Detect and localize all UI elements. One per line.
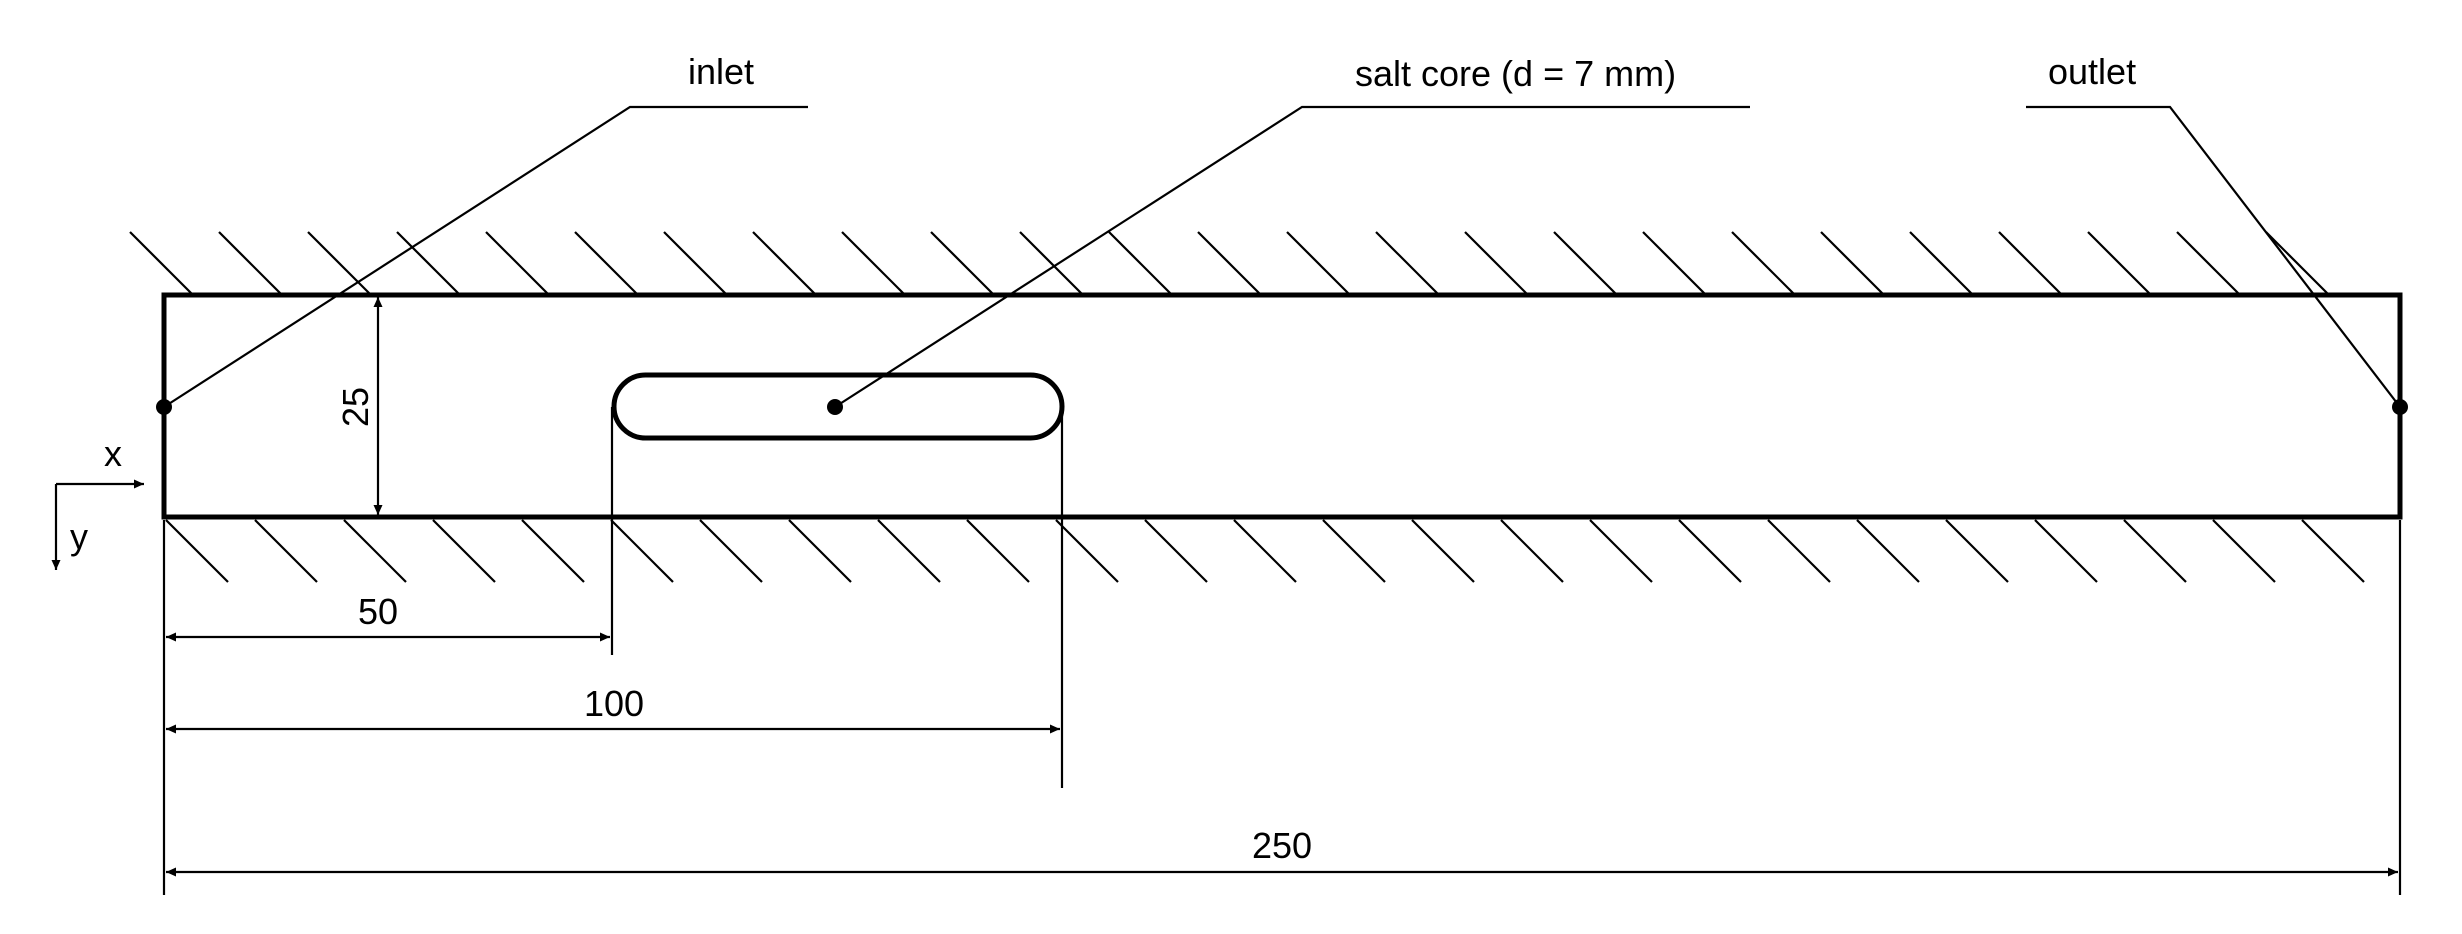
hatch-line	[2034, 519, 2098, 583]
hatch-line	[2176, 231, 2240, 295]
outlet-point	[2392, 399, 2408, 415]
hatch-line	[841, 231, 905, 295]
hatch-line	[1411, 519, 1475, 583]
hatch-line	[218, 231, 282, 295]
hatch-line	[1678, 519, 1742, 583]
salt-core-label: salt core (d = 7 mm)	[1355, 53, 1676, 94]
hatch-line	[1767, 519, 1831, 583]
hatch-line	[129, 231, 193, 295]
salt-core-center-point	[827, 399, 843, 415]
dimension-label-100: 100	[584, 683, 644, 724]
hatch-line	[1233, 519, 1297, 583]
hatch-line	[2087, 231, 2151, 295]
hatch-line	[1945, 519, 2009, 583]
hatch-line	[396, 231, 460, 295]
inlet-label: inlet	[688, 51, 754, 92]
hatch-line	[2301, 519, 2365, 583]
hatch-line	[877, 519, 941, 583]
hatch-line	[1820, 231, 1884, 295]
hatch-line	[1909, 231, 1973, 295]
hatch-line	[1589, 519, 1653, 583]
inlet-leader-line	[163, 105, 808, 408]
hatch-line	[1642, 231, 1706, 295]
hatch-line	[1375, 231, 1439, 295]
hatch-line	[1197, 231, 1261, 295]
hatch-line	[699, 519, 763, 583]
hatch-line	[254, 519, 318, 583]
hatch-line	[432, 519, 496, 583]
hatch-line	[930, 231, 994, 295]
hatch-line	[1856, 519, 1920, 583]
hatch-line	[574, 231, 638, 295]
hatch-line	[1464, 231, 1528, 295]
y-axis-label: y	[70, 516, 88, 557]
hatch-line	[966, 519, 1030, 583]
hatch-line	[2123, 519, 2187, 583]
hatch-line	[2265, 231, 2329, 295]
channel-outline	[161, 292, 2403, 520]
hatch-line	[307, 231, 371, 295]
dimension-label-250: 250	[1252, 825, 1312, 866]
hatch-line	[1553, 231, 1617, 295]
salt-core-leader-line	[834, 105, 1750, 408]
x-axis-label: x	[104, 433, 122, 474]
outlet-leader-line	[2026, 105, 2401, 408]
hatch-line	[1322, 519, 1386, 583]
hatch-line	[663, 231, 727, 295]
hatch-line	[788, 519, 852, 583]
top-wall-hatching	[129, 231, 2329, 295]
bottom-wall-hatching	[165, 519, 2365, 583]
hatch-line	[343, 519, 407, 583]
inlet-point	[156, 399, 172, 415]
hatch-line	[752, 231, 816, 295]
hatch-line	[1731, 231, 1795, 295]
salt-core-shape	[611, 372, 1065, 441]
hatch-line	[610, 519, 674, 583]
hatch-line	[485, 231, 549, 295]
dimension-label-50: 50	[358, 591, 398, 632]
hatch-line	[1019, 231, 1083, 295]
hatch-line	[521, 519, 585, 583]
height-dimension-label: 25	[335, 387, 376, 427]
hatch-line	[2212, 519, 2276, 583]
outlet-label: outlet	[2048, 51, 2136, 92]
hatch-line	[1500, 519, 1564, 583]
hatch-line	[1108, 231, 1172, 295]
hatch-line	[1286, 231, 1350, 295]
hatch-line	[1998, 231, 2062, 295]
hatch-line	[1144, 519, 1208, 583]
hatch-line	[165, 519, 229, 583]
hatch-line	[1055, 519, 1119, 583]
